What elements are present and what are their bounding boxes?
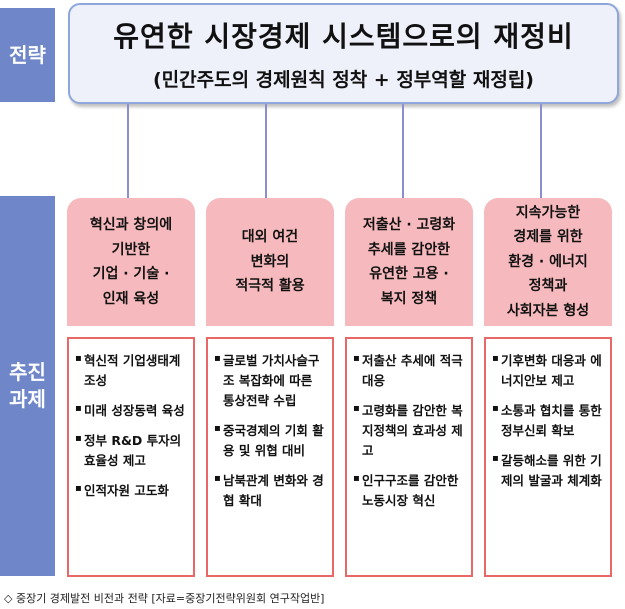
task-category-line: 정책과 <box>528 278 568 295</box>
task-item: 소통과 협치를 통한 정부신뢰 확보 <box>492 401 604 441</box>
task-item: 인구구조를 감안한 노동시장 혁신 <box>353 471 465 511</box>
tasks-label-line: 과제 <box>9 387 46 411</box>
task-item: 정부 R&D 투자의 효율성 제고 <box>75 431 187 471</box>
task-item: 기후변화 대응과 에너지안보 제고 <box>492 351 604 391</box>
task-category-line: 지속가능한 <box>515 204 581 221</box>
vision-title: 유연한 시장경제 시스템으로의 재정비 <box>113 20 574 53</box>
task-list-4: 기후변화 대응과 에너지안보 제고소통과 협치를 통한 정부신뢰 확보갈등해소를… <box>484 337 612 577</box>
task-category-line: 기반한 <box>111 241 151 258</box>
task-category-line: 저출산 · 고령화 <box>362 217 456 233</box>
task-category-line: 추세를 감안한 <box>367 241 451 258</box>
task-item: 고령화를 감안한 복지정책의 효과성 제고 <box>353 401 465 461</box>
task-category-line: 경제를 위한 <box>513 229 583 246</box>
task-item: 남북관계 변화와 경협 확대 <box>214 471 326 511</box>
task-category-line: 복지 정책 <box>380 290 438 307</box>
task-item: 갈등해소를 위한 기제의 발굴과 체계화 <box>492 451 604 491</box>
task-category-line: 대외 여건 <box>241 229 299 246</box>
strategy-label: 전략 <box>0 8 55 102</box>
task-item: 미래 성장동력 육성 <box>75 401 187 421</box>
task-list-2: 글로벌 가치사슬구조 복잡화에 따른 통상전략 수립중국경제의 기회 활용 및 … <box>206 337 334 577</box>
connector-line <box>127 104 129 200</box>
task-category-line: 유연한 고용 · <box>369 266 449 282</box>
task-item: 중국경제의 기회 활용 및 위협 대비 <box>214 421 326 461</box>
task-category-line: 인재 육성 <box>102 290 160 307</box>
task-category-line: 혁신과 창의에 <box>89 217 173 233</box>
task-category-line: 기업 · 기술 · <box>92 266 170 282</box>
task-category-line: 환경 · 에너지 <box>508 253 588 270</box>
task-item: 글로벌 가치사슬구조 복잡화에 따른 통상전략 수립 <box>214 351 326 411</box>
vision-subtitle: (민간주도의 경제원칙 정착 + 정부역할 재정립) <box>152 69 534 91</box>
vision-box: 유연한 시장경제 시스템으로의 재정비 (민간주도의 경제원칙 정착 + 정부역… <box>68 3 619 104</box>
task-category-line: 변화의 <box>250 253 290 270</box>
task-item: 저출산 추세에 적극 대응 <box>353 351 465 391</box>
task-item: 혁신적 기업생태계 조성 <box>75 351 187 391</box>
task-item: 인적자원 고도화 <box>75 481 187 501</box>
connector-line <box>265 104 267 200</box>
caption: ◇ 중장기 경제발전 비전과 전략 [자료=중장기전략위원회 연구작업반] <box>4 592 325 605</box>
task-list-3: 저출산 추세에 적극 대응고령화를 감안한 복지정책의 효과성 제고인구구조를 … <box>345 337 473 577</box>
connector-line <box>540 104 542 200</box>
task-category-line: 적극적 활용 <box>235 278 305 295</box>
task-list-1: 혁신적 기업생태계 조성미래 성장동력 육성정부 R&D 투자의 효율성 제고인… <box>67 337 195 577</box>
tasks-label: 추진 과제 <box>0 196 55 576</box>
tasks-label-line: 추진 <box>9 360 46 384</box>
connector-line <box>402 104 404 200</box>
task-category-line: 사회자본 형성 <box>506 302 590 319</box>
